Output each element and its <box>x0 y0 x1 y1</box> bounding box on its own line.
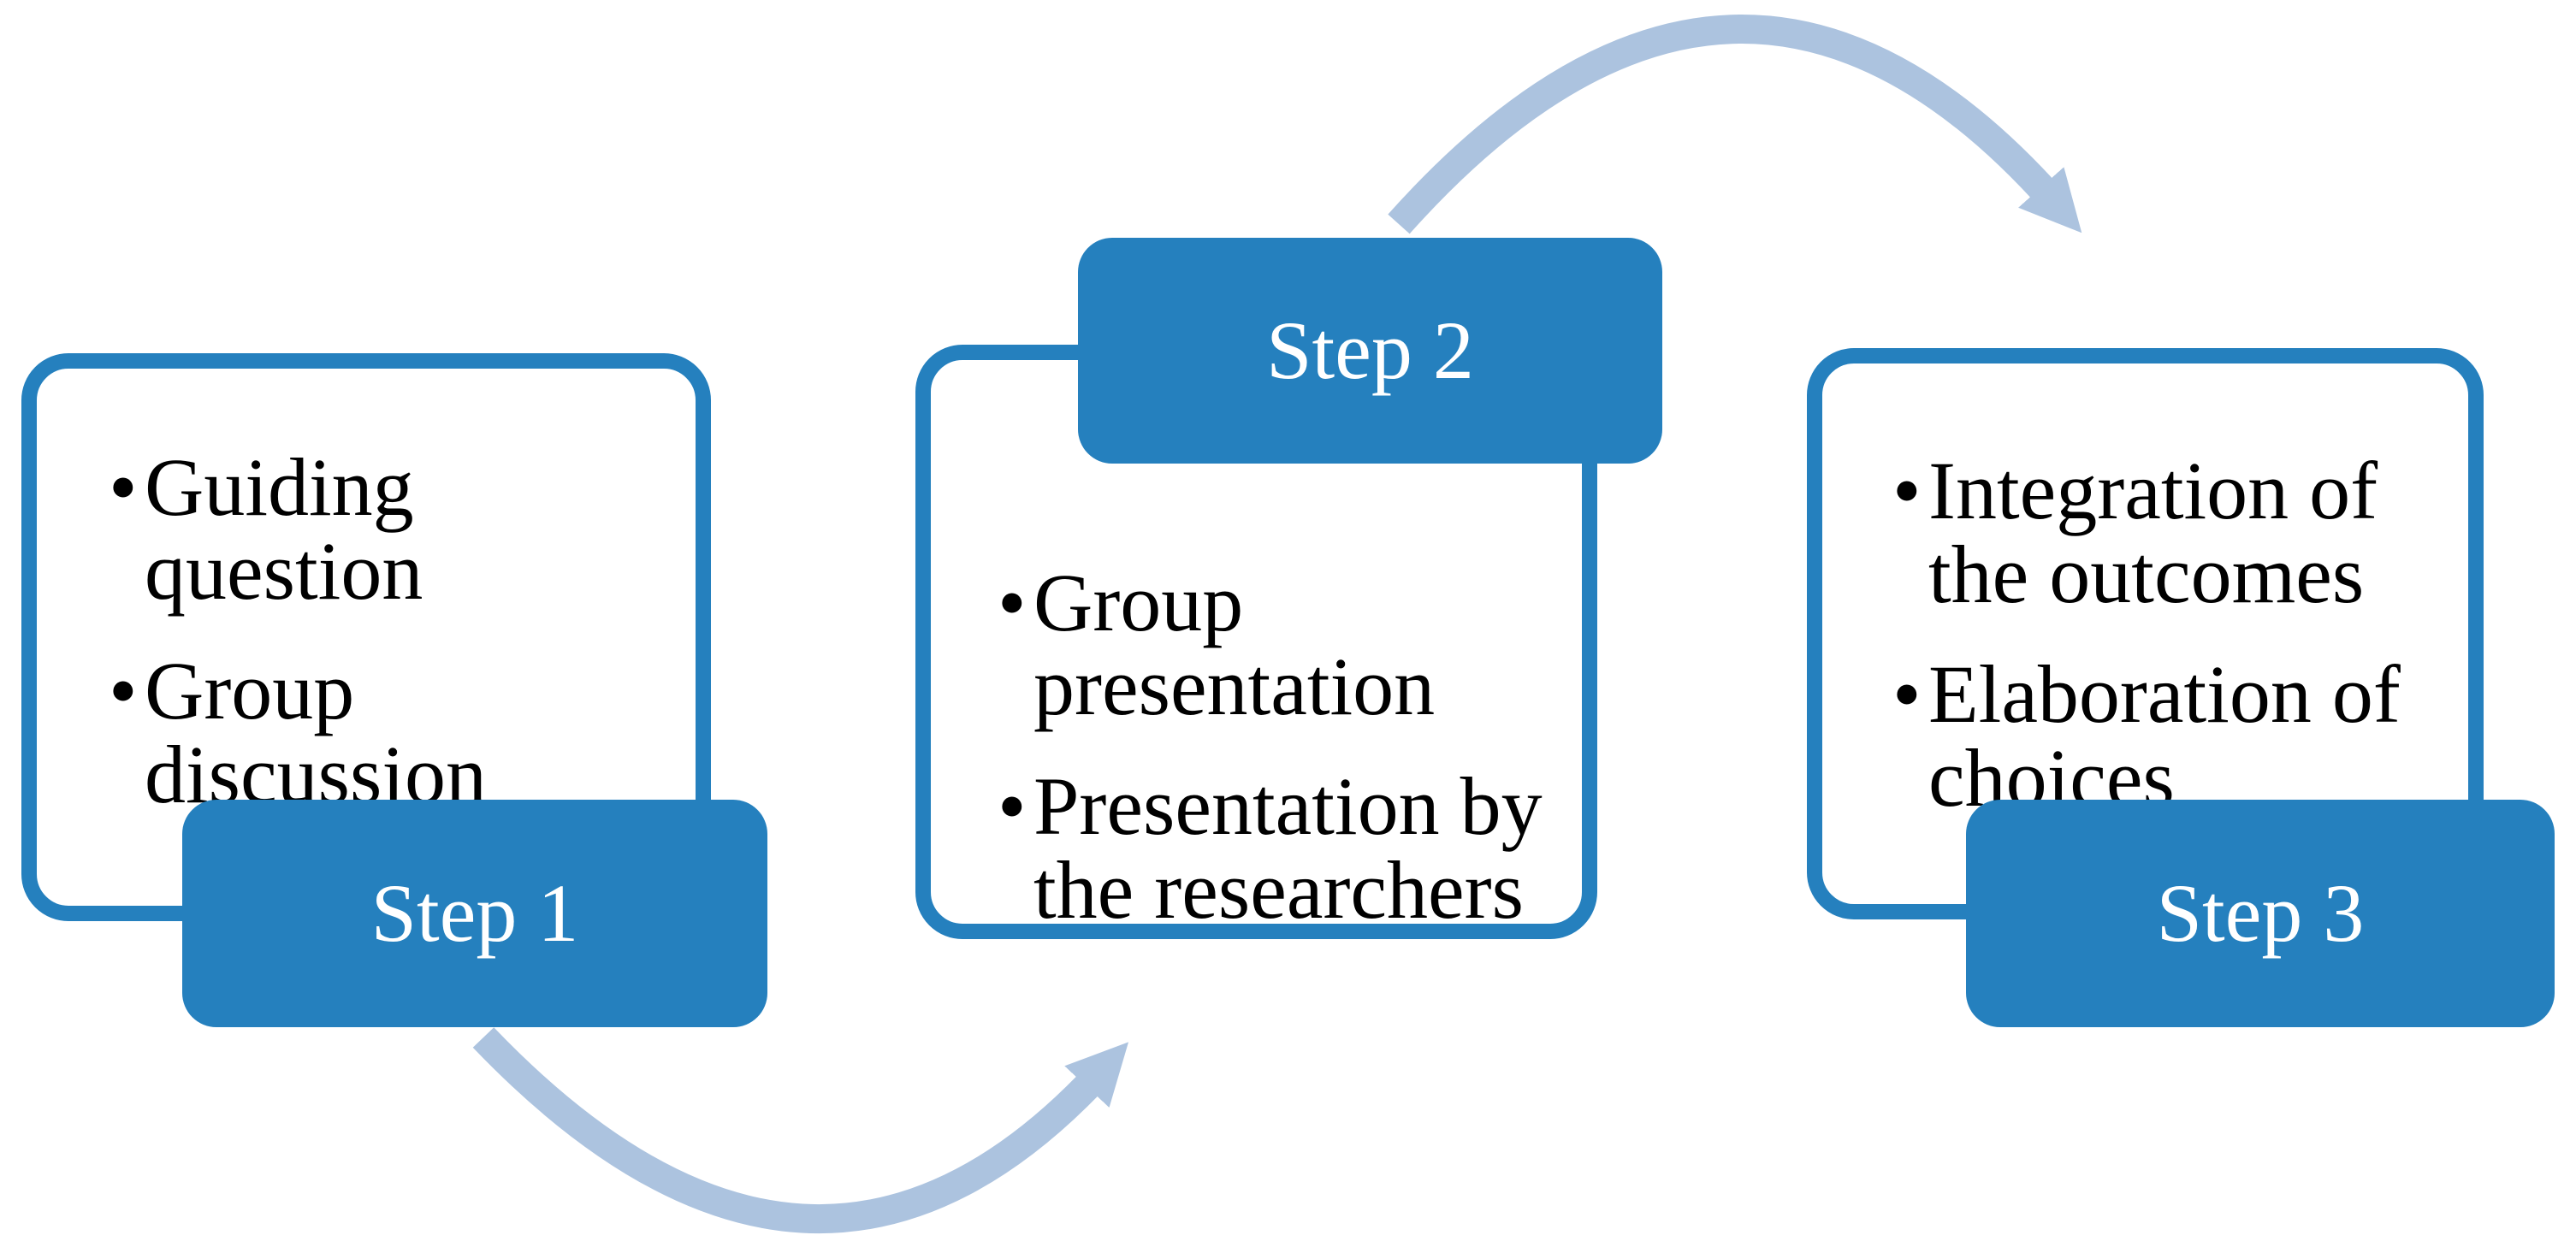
step2-bullet-list: • Group presentation • Presentation by t… <box>998 557 1582 932</box>
bullet-text: Group presentation <box>1033 557 1436 732</box>
bullet-dot: • <box>998 759 1027 852</box>
bullet-dot: • <box>109 441 138 533</box>
step1-badge-label: Step 1 <box>370 867 579 959</box>
bullet-item: • Group presentation <box>998 557 1582 729</box>
step1-bullet-list: • Guiding question • Group discussion <box>109 441 696 817</box>
arrow-step1-to-step2-icon <box>472 1027 1129 1233</box>
bullet-item: • Integration of the outcomes <box>1892 449 2468 617</box>
bullet-dot: • <box>1892 445 1922 536</box>
step3-bullet-list: • Integration of the outcomes • Elaborat… <box>1892 449 2468 820</box>
bullet-dot: • <box>998 557 1027 648</box>
step3-badge: Step 3 <box>1966 800 2555 1027</box>
bullet-item: • Group discussion <box>109 644 696 817</box>
bullet-dot: • <box>1892 647 1922 740</box>
bullet-text: Integration of the outcomes <box>1928 445 2378 620</box>
bullet-item: • Presentation by the researchers <box>998 759 1582 932</box>
bullet-dot: • <box>109 644 138 736</box>
bullet-text: Group discussion <box>145 644 488 820</box>
bullet-text: Presentation by the researchers <box>1033 759 1543 936</box>
bullet-text: Elaboration of choices <box>1928 647 2401 824</box>
arrow-step2-to-step3-icon <box>1388 15 2082 234</box>
step1-content-box: • Guiding question • Group discussion <box>21 353 711 921</box>
bullet-text: Guiding question <box>145 441 423 617</box>
step1-badge: Step 1 <box>182 800 767 1027</box>
bullet-item: • Guiding question <box>109 441 696 613</box>
step2-badge: Step 2 <box>1078 238 1662 464</box>
step3-badge-label: Step 3 <box>2156 867 2365 959</box>
step2-badge-label: Step 2 <box>1266 304 1474 396</box>
bullet-item: • Elaboration of choices <box>1892 652 2468 820</box>
